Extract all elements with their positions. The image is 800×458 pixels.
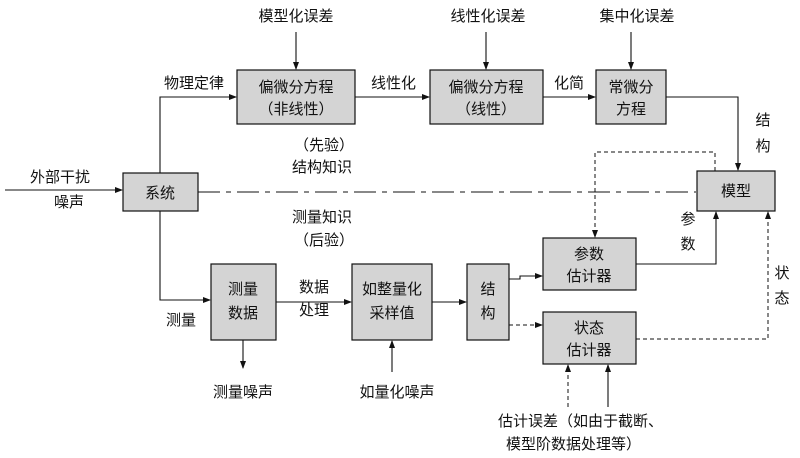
noise-label: 噪声	[54, 193, 84, 211]
quantized-sample-block: 如整量化 采样值	[351, 263, 433, 341]
svg-text:结: 结	[480, 280, 495, 298]
svg-text:状态: 状态	[574, 319, 604, 337]
structure-side-label-2: 构	[755, 137, 770, 155]
linearize-label: 线性化	[371, 74, 416, 92]
svg-text:参数: 参数	[574, 245, 604, 263]
state-side-label-2: 态	[774, 289, 789, 307]
physics-flow-arrow	[159, 94, 237, 173]
model-to-param-feedback	[592, 151, 716, 238]
system-block: 系统	[122, 172, 199, 212]
model-block: 模型	[696, 170, 776, 212]
simplify-label: 化简	[554, 74, 584, 92]
state-to-model-arrow	[636, 211, 771, 340]
param-side-label-2: 数	[680, 235, 695, 253]
svg-text:构: 构	[480, 304, 495, 322]
svg-text:偏微分方程: 偏微分方程	[448, 78, 523, 96]
quantization-noise-label: 如量化噪声	[359, 383, 434, 401]
processing-label: 处理	[299, 301, 329, 319]
structure-to-param-arrow	[509, 273, 543, 280]
svg-text:常微分: 常微分	[608, 78, 653, 96]
svg-text:估计器: 估计器	[566, 341, 611, 359]
svg-text:方程: 方程	[616, 100, 646, 118]
param-side-label-1: 参	[680, 210, 695, 228]
state-estimator-block: 状态 估计器	[542, 311, 637, 365]
prior-label: （先验）	[294, 136, 354, 154]
estimation-error-label: 估计误差（如由于截断、	[498, 412, 663, 430]
svg-text:估计器: 估计器	[566, 267, 611, 285]
param-to-model-arrow	[636, 211, 719, 265]
svg-text:偏微分方程: 偏微分方程	[258, 78, 333, 96]
svg-text:采样值: 采样值	[369, 304, 414, 322]
linear-pde-block: 偏微分方程 （线性）	[429, 69, 544, 125]
svg-text:数据: 数据	[228, 304, 258, 322]
svg-text:系统: 系统	[145, 184, 175, 202]
structure-knowledge-label: 结构知识	[292, 158, 352, 176]
svg-text:测量: 测量	[228, 280, 258, 298]
structure-side-label-1: 结	[755, 111, 770, 129]
lumping-error-label: 集中化误差	[599, 7, 674, 25]
measurement-flow-arrow	[159, 211, 211, 303]
measured-data-block: 测量 数据	[210, 263, 277, 341]
structure-to-model-arrow	[666, 96, 741, 171]
svg-text:如整量化: 如整量化	[362, 280, 422, 298]
estimation-error-detail-label: 模型阶数据处理等）	[506, 435, 641, 453]
physics-label: 物理定律	[164, 74, 224, 92]
svg-text:模型: 模型	[721, 182, 751, 200]
posterior-label: （后验）	[294, 231, 354, 249]
ode-block: 常微分 方程	[595, 69, 667, 125]
param-estimator-block: 参数 估计器	[542, 237, 637, 291]
measure-label: 测量	[166, 311, 196, 329]
disturbance-label: 外部干扰	[30, 168, 90, 186]
nonlinear-pde-block: 偏微分方程 （非线性）	[236, 69, 356, 125]
measurement-noise-label: 测量噪声	[213, 383, 273, 401]
state-side-label-1: 状	[774, 264, 789, 282]
svg-text:（非线性）: （非线性）	[258, 100, 333, 118]
structure-block: 结 构	[466, 263, 510, 341]
data-label: 数据	[299, 278, 329, 296]
measurement-knowledge-label: 测量知识	[292, 208, 352, 226]
svg-text:（线性）: （线性）	[456, 100, 516, 118]
linearization-error-label: 线性化误差	[450, 7, 525, 25]
model-error-label: 模型化误差	[258, 7, 333, 25]
